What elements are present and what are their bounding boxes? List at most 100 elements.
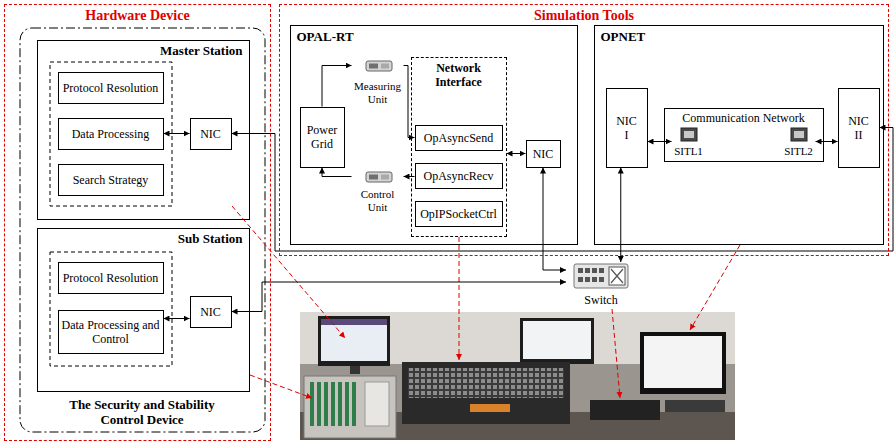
controller-icon	[366, 172, 392, 182]
node-label: Master Station	[160, 43, 242, 58]
port-icon	[791, 128, 807, 141]
lab-photo	[321, 319, 387, 361]
node-label: SITL2	[784, 145, 813, 158]
leader-line	[232, 206, 740, 398]
node-label: Control Unit	[352, 188, 404, 214]
connector	[404, 66, 415, 138]
port-icon	[791, 128, 807, 141]
switch-icon	[578, 268, 583, 273]
node-label: Protocol Resolution	[63, 271, 159, 285]
nic-box: NIC	[526, 140, 561, 168]
node-label: OpAsyncRecv	[424, 169, 494, 183]
module-group	[50, 62, 172, 206]
controller-icon	[369, 175, 378, 180]
connector	[322, 168, 352, 177]
lab-photo	[523, 321, 591, 359]
node-label: Power Grid	[303, 123, 342, 151]
node-label: Sub Station	[178, 231, 243, 246]
switch-icon	[599, 277, 604, 282]
controller-icon	[366, 172, 392, 182]
meter-icon	[369, 64, 378, 69]
lab-photo	[300, 312, 735, 440]
node-label: Simulation Tools	[534, 8, 634, 24]
port-icon	[684, 131, 694, 138]
lab-photo	[310, 382, 314, 426]
node-label: Measuring Unit	[352, 80, 404, 106]
process-box: Data Processing	[58, 118, 164, 150]
node-label: SITL1	[674, 145, 703, 158]
lab-photo	[350, 366, 360, 374]
process-box: Search Strategy	[58, 164, 164, 196]
meter-icon	[366, 61, 392, 71]
nic-box: NIC II	[838, 88, 880, 168]
connector-group	[164, 66, 894, 319]
nic-box: NIC	[190, 118, 232, 150]
leader-line	[690, 245, 740, 330]
station-box: Master StationProtocol ResolutionData Pr…	[37, 40, 250, 220]
lab-photo	[300, 312, 735, 440]
switch-icon	[578, 277, 583, 282]
port-icon	[681, 128, 697, 141]
node-label: NIC	[200, 127, 221, 141]
lab-photo	[665, 400, 725, 412]
leader-line	[250, 375, 312, 398]
connector	[164, 318, 190, 319]
lab-photo	[331, 382, 335, 426]
node-label: Data Processing and Control	[61, 318, 161, 346]
lab-photo	[365, 382, 389, 426]
node-label: OpIPSocketCtrl	[420, 207, 497, 221]
nic-box: NIC I	[606, 88, 648, 168]
device-outline	[20, 28, 265, 432]
nic-box: NIC	[190, 296, 232, 328]
connector	[816, 141, 838, 142]
lab-photo	[304, 376, 396, 438]
station-box: Sub StationProtocol ResolutionData Proce…	[37, 228, 250, 392]
meter-icon	[381, 64, 389, 69]
connector	[507, 153, 526, 154]
node-label: NIC	[200, 305, 221, 319]
controller-icon	[381, 175, 389, 180]
connector	[543, 168, 566, 271]
switch-icon	[592, 277, 597, 282]
connector	[620, 168, 621, 263]
node-label: Hardware Device	[85, 8, 189, 24]
switch-icon	[609, 267, 625, 285]
switch-icon	[574, 264, 628, 288]
process-box: Power Grid	[300, 107, 345, 168]
switch-icon	[611, 269, 623, 283]
process-box: Protocol Resolution	[58, 72, 164, 104]
lab-photo	[590, 400, 660, 420]
connector	[232, 282, 567, 312]
simulator-box: OPAL-RT Power Grid Measuring UnitControl U…	[290, 25, 578, 245]
region-frame: Simulation ToolsOPAL-RT Power Grid Measuri…	[279, 4, 889, 256]
connector	[164, 133, 190, 134]
port-label: SITL2	[782, 126, 816, 158]
lab-photo	[317, 382, 321, 426]
lab-photo	[640, 332, 726, 394]
node-label: NIC	[533, 147, 554, 161]
node-label: Network Interface	[416, 61, 502, 89]
lab-photo	[402, 362, 570, 424]
node-label: NIC I	[614, 114, 640, 142]
node-label: Communication Network	[682, 111, 804, 125]
node-label: NIC II	[846, 114, 872, 142]
switch-icon	[574, 264, 628, 288]
port-icon	[794, 131, 804, 138]
port-icon	[681, 128, 697, 141]
unit-label: Control Unit	[352, 170, 404, 214]
simulator-box: OPNETNIC ICommunication NetworkSITL1SITL…	[594, 25, 884, 245]
block-box: OpAsyncSend	[415, 125, 503, 151]
interface-group: Network InterfaceOpAsyncSendOpAsyncRecvO…	[411, 57, 507, 237]
process-box: Data Processing and Control	[58, 310, 164, 354]
region-frame: Hardware DeviceThe Security and Stabilit…	[4, 4, 271, 441]
switch-icon	[599, 268, 604, 273]
port-label: SITL1	[672, 126, 706, 158]
lab-photo	[318, 316, 390, 366]
leader-line	[612, 309, 620, 398]
lab-photo	[470, 404, 510, 412]
node-label: OPAL-RT	[297, 29, 354, 44]
lab-photo	[520, 318, 594, 364]
meter-icon	[366, 61, 392, 71]
node-label: OpAsyncSend	[424, 131, 493, 145]
process-box: Protocol Resolution	[58, 262, 164, 294]
